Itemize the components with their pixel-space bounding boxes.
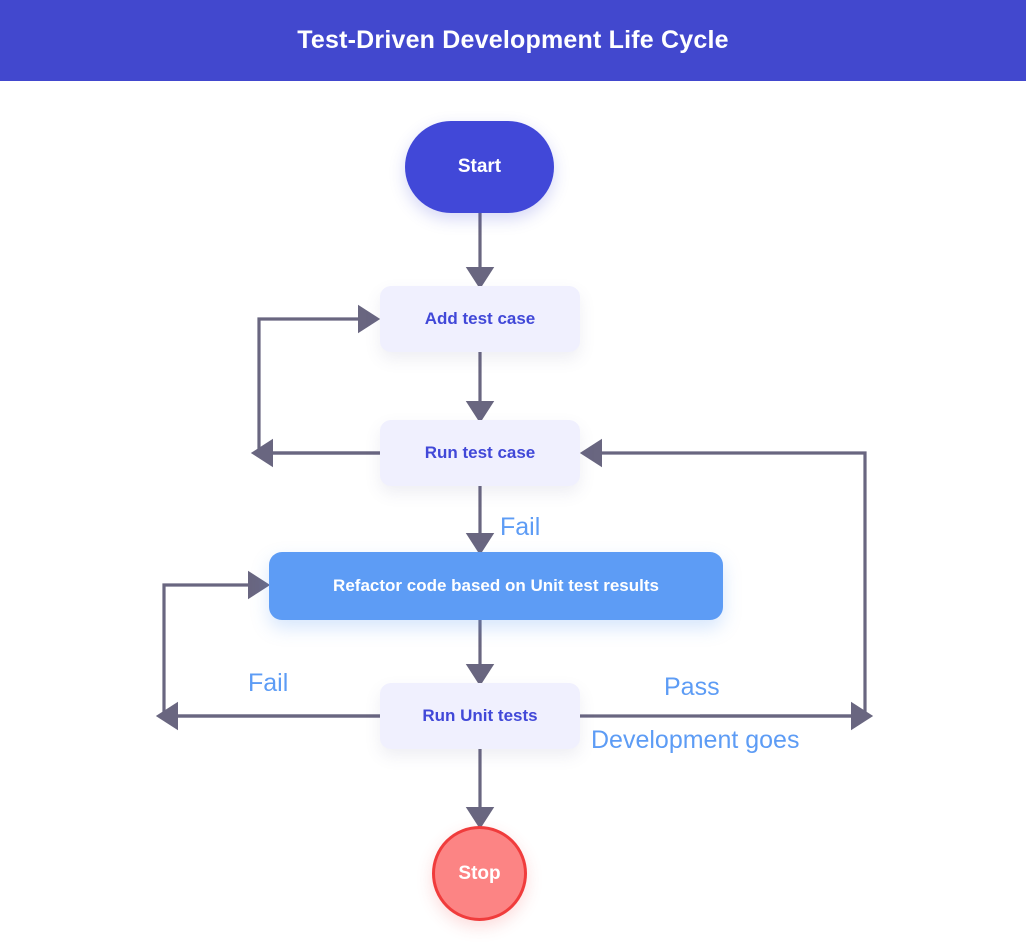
node-run-unit-tests[interactable]: Run Unit tests [380, 683, 580, 749]
node-start-label: Start [457, 156, 502, 177]
header-bar: Test-Driven Development Life Cycle [0, 0, 1026, 81]
edge-label-development-goes: Development goes [591, 726, 800, 754]
node-run-test-case-label: Run test case [424, 443, 536, 462]
connector-layer [155, 213, 874, 830]
node-stop[interactable]: Stop [432, 826, 527, 921]
flowchart-canvas: Start Add test case Run test case Refact… [0, 81, 1026, 947]
page-title: Test-Driven Development Life Cycle [297, 26, 729, 54]
edge-label-pass: Pass [664, 673, 720, 701]
node-run-test-case[interactable]: Run test case [380, 420, 580, 486]
node-start[interactable]: Start [405, 121, 554, 213]
edge-run-test-case-loop-to-add-test-case [257, 304, 381, 455]
node-add-test-case[interactable]: Add test case [380, 286, 580, 352]
edge-label-fail-test-case: Fail [500, 513, 541, 541]
node-refactor-code-label: Refactor code based on Unit test results [333, 576, 659, 595]
node-add-test-case-label: Add test case [424, 309, 536, 328]
node-refactor-code[interactable]: Refactor code based on Unit test results [269, 552, 723, 620]
node-stop-label: Stop [458, 862, 501, 884]
edge-label-fail-unit-tests: Fail [248, 669, 289, 697]
node-run-unit-tests-label: Run Unit tests [422, 706, 538, 725]
